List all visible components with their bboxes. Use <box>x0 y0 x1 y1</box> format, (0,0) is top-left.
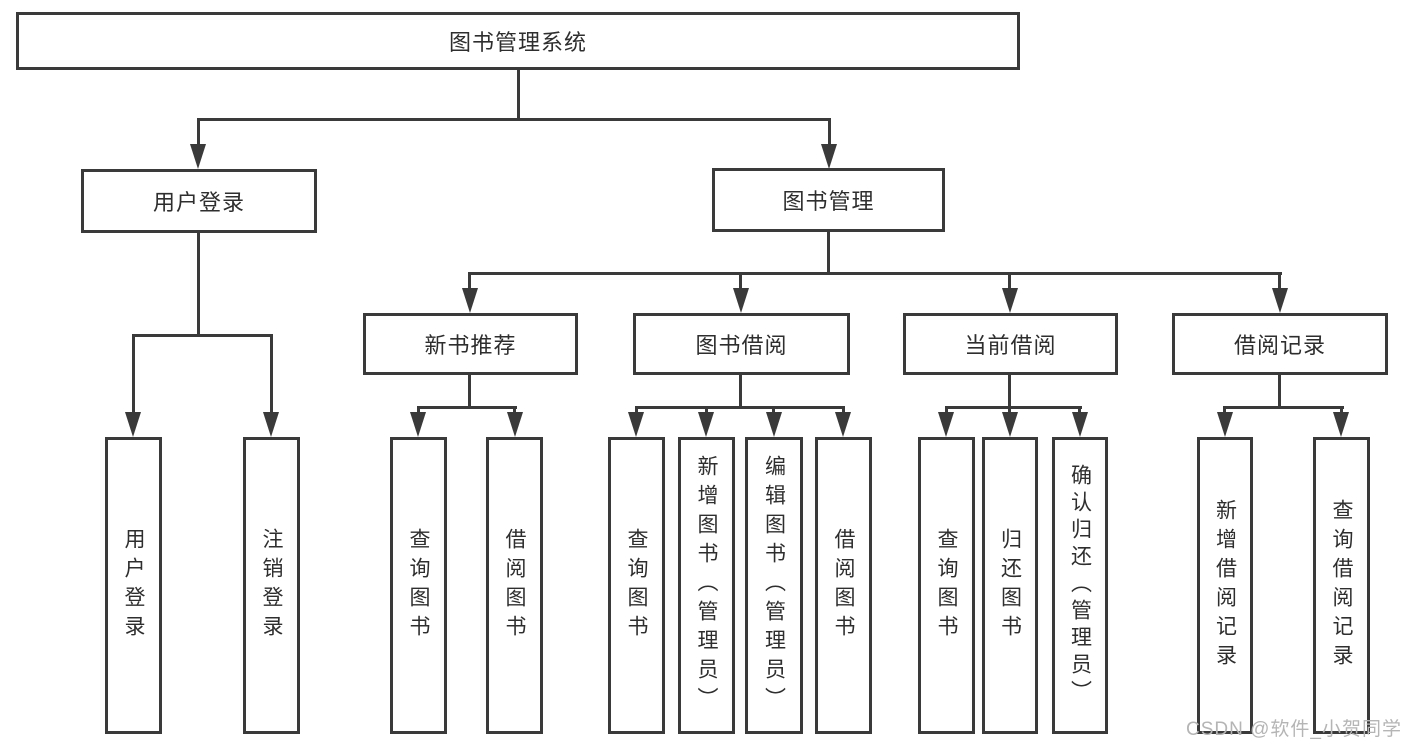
connector-line <box>1223 406 1344 409</box>
leaf-nbr-query-books-label: 查询图书 <box>407 527 430 644</box>
leaf-bb-query-books-label: 查询图书 <box>625 527 648 644</box>
connector-line <box>197 118 200 146</box>
connector-line <box>945 406 1082 409</box>
leaf-user-login: 用户登录 <box>105 437 162 734</box>
arrow-down-icon <box>462 288 478 313</box>
node-user-login: 用户登录 <box>81 169 317 233</box>
leaf-nbr-query-books: 查询图书 <box>390 437 447 734</box>
connector-line <box>417 406 517 409</box>
leaf-user-login-label: 用户登录 <box>122 527 145 644</box>
leaf-nbr-borrow-books-label: 借阅图书 <box>503 527 526 644</box>
arrow-down-icon <box>1072 412 1088 437</box>
connector-line <box>1008 272 1011 292</box>
leaf-bb-borrow-books: 借阅图书 <box>815 437 872 734</box>
connector-line <box>270 334 273 414</box>
node-current-borrowing: 当前借阅 <box>903 313 1118 375</box>
node-book-management: 图书管理 <box>712 168 945 232</box>
arrow-down-icon <box>938 412 954 437</box>
node-book-borrowing: 图书借阅 <box>633 313 850 375</box>
leaf-bb-query-books: 查询图书 <box>608 437 665 734</box>
connector-line <box>513 406 516 416</box>
connector-line <box>739 375 742 409</box>
connector-line <box>827 232 830 275</box>
leaf-bb-add-books-admin-label: 新增图书（管理员） <box>695 455 718 716</box>
node-root: 图书管理系统 <box>16 12 1020 70</box>
connector-line <box>1278 375 1281 409</box>
arrow-down-icon <box>1002 288 1018 313</box>
leaf-br-add-record-label: 新增借阅记录 <box>1213 498 1237 673</box>
arrow-down-icon <box>1272 288 1288 313</box>
leaf-cb-confirm-return-admin: 确认归还（管理员） <box>1052 437 1108 734</box>
connector-line <box>417 406 420 416</box>
leaf-nbr-borrow-books: 借阅图书 <box>486 437 543 734</box>
connector-line <box>1223 406 1226 416</box>
leaf-br-query-record: 查询借阅记录 <box>1313 437 1370 734</box>
connector-line <box>705 406 708 416</box>
connector-line <box>517 70 520 120</box>
arrow-down-icon <box>733 288 749 313</box>
arrow-down-icon <box>263 412 279 437</box>
node-borrowing-records: 借阅记录 <box>1172 313 1388 375</box>
connector-line <box>1078 406 1081 416</box>
arrow-down-icon <box>628 412 644 437</box>
node-book-borrowing-label: 图书借阅 <box>695 333 788 358</box>
node-new-book-recommend-label: 新书推荐 <box>424 333 517 358</box>
arrow-down-icon <box>410 412 426 437</box>
connector-line <box>132 334 135 414</box>
connector-line <box>468 272 471 292</box>
arrow-down-icon <box>190 144 206 169</box>
arrow-down-icon <box>835 412 851 437</box>
leaf-br-add-record: 新增借阅记录 <box>1197 437 1253 734</box>
connector-line <box>1008 375 1011 409</box>
leaf-logout-label: 注销登录 <box>260 527 283 644</box>
arrow-down-icon <box>821 144 837 169</box>
arrow-down-icon <box>507 412 523 437</box>
connector-line <box>828 118 831 146</box>
node-root-label: 图书管理系统 <box>448 30 587 55</box>
connector-line <box>842 406 845 416</box>
node-new-book-recommend: 新书推荐 <box>363 313 578 375</box>
leaf-cb-confirm-return-admin-label: 确认归还（管理员） <box>1068 464 1092 707</box>
connector-line <box>1278 272 1281 292</box>
arrow-down-icon <box>125 412 141 437</box>
node-user-login-label: 用户登录 <box>152 190 245 215</box>
connector-line <box>945 406 948 416</box>
leaf-logout: 注销登录 <box>243 437 300 734</box>
leaf-bb-borrow-books-label: 借阅图书 <box>832 527 855 644</box>
connector-line <box>197 233 200 337</box>
arrow-down-icon <box>766 412 782 437</box>
leaf-bb-add-books-admin: 新增图书（管理员） <box>678 437 735 734</box>
connector-line <box>772 406 775 416</box>
leaf-bb-edit-books-admin: 编辑图书（管理员） <box>745 437 803 734</box>
arrow-down-icon <box>1217 412 1233 437</box>
leaf-cb-query-books: 查询图书 <box>918 437 975 734</box>
connector-line <box>468 272 1282 275</box>
connector-line <box>635 406 638 416</box>
leaf-cb-return-books: 归还图书 <box>982 437 1038 734</box>
connector-line <box>197 118 831 121</box>
leaf-br-query-record-label: 查询借阅记录 <box>1330 498 1353 673</box>
connector-line <box>132 334 273 337</box>
connector-line <box>635 406 845 409</box>
connector-line <box>1008 406 1011 416</box>
node-book-management-label: 图书管理 <box>782 189 875 214</box>
leaf-cb-query-books-label: 查询图书 <box>935 527 958 644</box>
leaf-bb-edit-books-admin-label: 编辑图书（管理员） <box>762 455 786 716</box>
connector-line <box>1340 406 1343 416</box>
arrow-down-icon <box>1333 412 1349 437</box>
node-current-borrowing-label: 当前借阅 <box>964 333 1057 358</box>
connector-line <box>468 375 471 409</box>
csdn-watermark: CSDN @软件_小贺同学 <box>1186 719 1402 740</box>
connector-line <box>739 272 742 292</box>
arrow-down-icon <box>1002 412 1018 437</box>
arrow-down-icon <box>698 412 714 437</box>
leaf-cb-return-books-label: 归还图书 <box>998 527 1022 644</box>
node-borrowing-records-label: 借阅记录 <box>1233 333 1326 358</box>
